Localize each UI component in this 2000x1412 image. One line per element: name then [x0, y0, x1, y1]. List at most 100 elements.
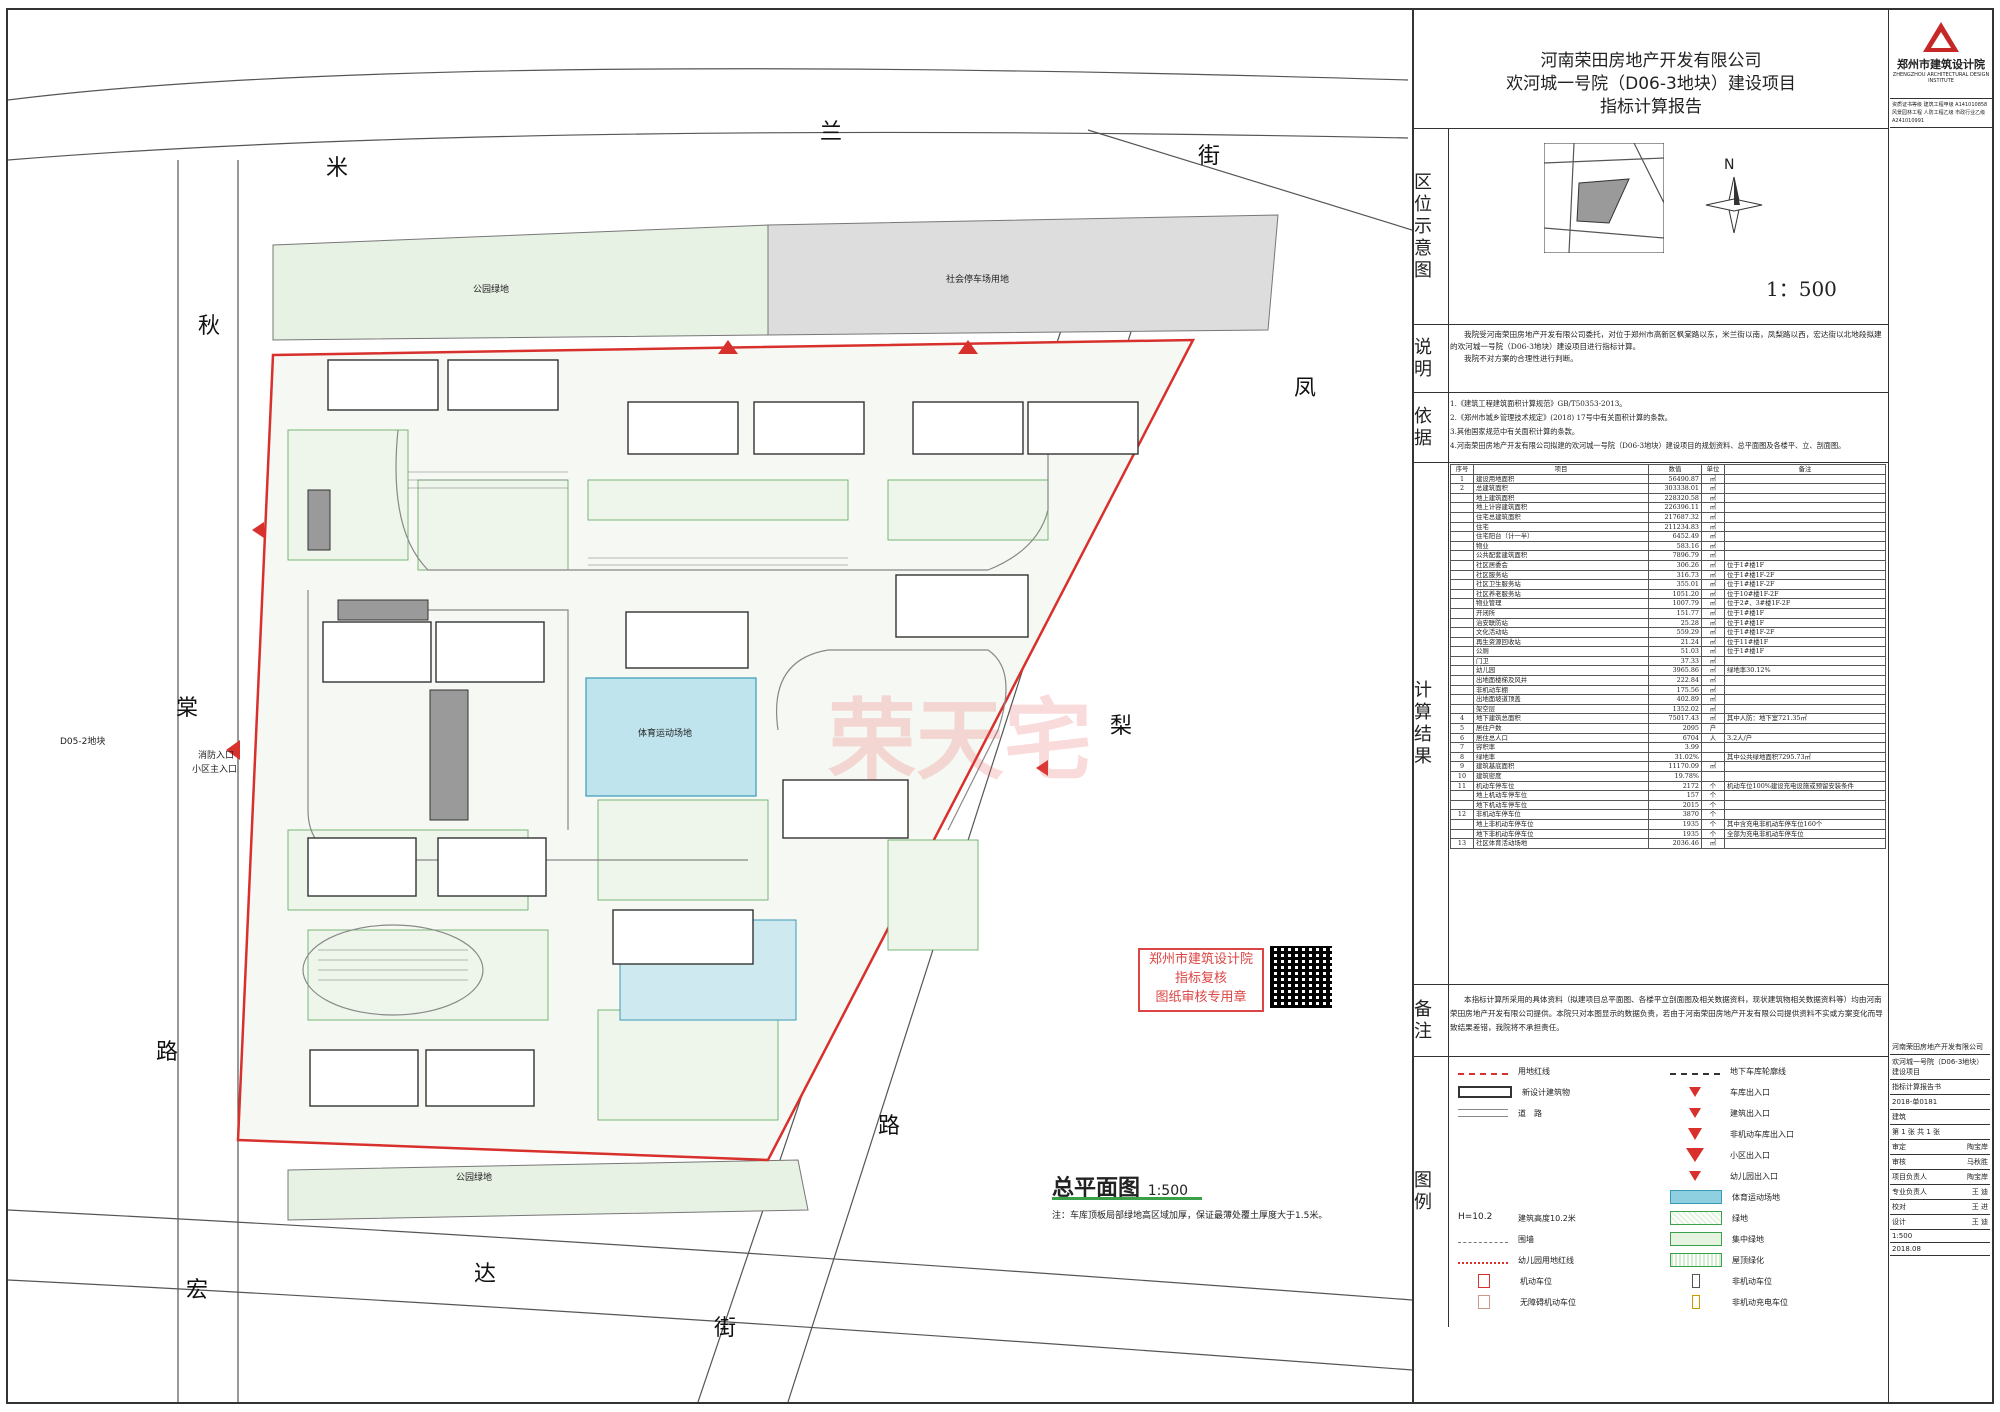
institute-logo-icon: [1923, 22, 1959, 52]
calc-cell: 226396.11: [1648, 502, 1702, 513]
calc-cell: 个: [1701, 828, 1725, 840]
legend-item: 非机动车位: [1670, 1271, 1772, 1291]
road-label-hongda-1: 宏: [186, 1278, 209, 1303]
calc-cell: 11170.09: [1648, 761, 1702, 772]
calc-cell: ㎡: [1701, 540, 1725, 552]
legend-arrow-icon: [1689, 1171, 1701, 1181]
date-field: 2018.08: [1890, 1243, 1990, 1256]
legend-ebike-icon: [1692, 1295, 1700, 1309]
calc-cell: 地下建筑总面积: [1473, 713, 1649, 725]
legend-item: [1458, 1124, 1518, 1144]
legend-dash-icon: [1670, 1073, 1720, 1075]
road-label-fengli-2: 梨: [1110, 714, 1133, 739]
calc-cell: [1701, 771, 1725, 782]
calc-cell: 户: [1701, 723, 1725, 734]
calc-cell: 绿地率30.12%: [1724, 665, 1886, 677]
legend-cgreen-icon: [1670, 1232, 1722, 1246]
community-entry-label: 小区主入口: [192, 765, 238, 775]
road-label-qiutang-2: 棠: [176, 696, 199, 721]
legend-item: 新设计建筑物: [1458, 1082, 1570, 1102]
calc-cell: 绿地率: [1473, 751, 1649, 763]
calc-cell: 3.2人/户: [1724, 732, 1886, 744]
calc-cell: ㎡: [1701, 646, 1725, 657]
calc-cell: 4: [1450, 713, 1474, 725]
plan-scale: 1:500: [1147, 1183, 1189, 1199]
calc-cell: [1450, 492, 1474, 504]
social-parking-label: 社会停车场用地: [946, 275, 1010, 285]
calc-cell: [1724, 790, 1886, 801]
calc-cell: [1724, 771, 1886, 782]
role-label: 设计: [1892, 1218, 1906, 1226]
calc-cell: 222.84: [1648, 675, 1702, 686]
sports-label: 体育运动场地: [638, 729, 693, 739]
legend-item: 机动车位: [1458, 1271, 1552, 1291]
legend-kinder-icon: [1458, 1262, 1508, 1264]
legend-label-text: 屋顶绿化: [1732, 1255, 1764, 1265]
role-row: 审核马秋胜: [1890, 1155, 1990, 1170]
institute-cert: 资质证书等级 建筑工程甲级 A141010858 风景园林工程 人防工程乙级 市…: [1890, 99, 1992, 128]
role-row: 项目负责人陶宝岸: [1890, 1170, 1990, 1185]
calc-cell: ㎡: [1701, 713, 1725, 725]
project-name: 欢河城一号院（D06-3地块）建设项目: [1506, 74, 1796, 94]
company-name: 河南荣田房地产开发有限公司: [1540, 51, 1762, 71]
calc-cell: ㎡: [1701, 703, 1725, 715]
calc-cell: 位于1#楼1F: [1724, 559, 1886, 571]
calc-cell: 地上计容建筑面积: [1473, 502, 1649, 513]
legend-item: 绿地: [1670, 1208, 1748, 1228]
calc-cell: 12: [1450, 809, 1474, 820]
road-label-fengli-1: 凤: [1294, 376, 1317, 401]
calc-cell: 303338.01: [1648, 483, 1702, 494]
legend-car-icon: [1478, 1274, 1490, 1288]
cert-line-2: 风景园林工程 人防工程乙级 市政行业乙级 A241010991: [1892, 110, 1986, 124]
legend-blank-icon: [1458, 1128, 1508, 1140]
buildings: [307, 359, 1139, 1107]
calc-cell: ㎡: [1701, 531, 1725, 542]
calc-cell: 机动车停车位: [1473, 780, 1649, 792]
road-label-qiutang-1: 秋: [198, 314, 221, 339]
description-section: 说明 我院受河南荣田房地产开发有限公司委托，对位于郑州市高新区枫棠路以东，米兰街…: [1414, 324, 1888, 393]
calc-cell: 13: [1450, 838, 1474, 849]
calc-cell: 地上建筑面积: [1473, 492, 1649, 504]
calc-cell: 位于2#、3#楼1F-2F: [1724, 598, 1886, 609]
legend-item: 用地红线: [1458, 1061, 1550, 1081]
legend-label-text: 非机动车位: [1732, 1276, 1772, 1286]
calc-cell: 3.99: [1648, 742, 1702, 753]
calc-cell: ㎡: [1701, 473, 1725, 485]
calc-cell: 地下机动车停车位: [1473, 799, 1649, 811]
calc-cell: [1450, 627, 1474, 638]
calc-cell: [1450, 579, 1474, 590]
legend-blank-icon: [1458, 1170, 1508, 1182]
calc-cell: 物业管理: [1473, 598, 1649, 609]
results-label: 计算结果: [1414, 463, 1449, 985]
role-name: 马秋胜: [1967, 1158, 1988, 1166]
legend-item: 非机动车库出入口: [1670, 1124, 1794, 1144]
road-label-hongda-3: 街: [714, 1316, 737, 1341]
calc-cell: [1724, 723, 1886, 734]
calc-cell: [1724, 483, 1886, 494]
scale-field: 1:500: [1890, 1230, 1990, 1243]
legend-item: [1458, 1187, 1518, 1207]
legend-label-text: 集中绿地: [1732, 1234, 1764, 1244]
calc-cell: 建筑基底面积: [1473, 761, 1649, 772]
calc-cell: [1724, 675, 1886, 686]
role-name: 王 迪: [1971, 1188, 1988, 1196]
calc-cell: 51.03: [1648, 646, 1702, 657]
plan-title: 总平面图 1:500: [1052, 1170, 1188, 1202]
calc-cell: ㎡: [1701, 761, 1725, 772]
legend-item: [1458, 1145, 1518, 1165]
calc-cell: ㎡: [1701, 607, 1725, 619]
calc-cell: [1450, 502, 1474, 513]
roles-list: 审定陶宝岸审核马秋胜项目负责人陶宝岸专业负责人王 迪校对王 进设计王 迪: [1890, 1140, 1990, 1230]
calc-cell: ㎡: [1701, 521, 1725, 533]
calc-cell: 公厕: [1473, 646, 1649, 657]
